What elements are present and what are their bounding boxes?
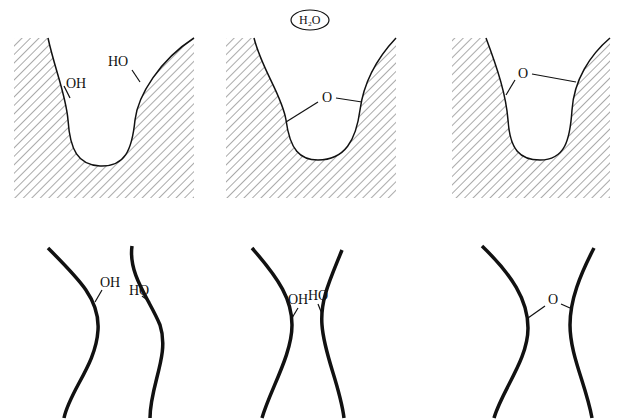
water-ellipse: H₂O bbox=[290, 9, 330, 31]
fiber bbox=[322, 250, 344, 418]
oxygen-bridge-label: O bbox=[548, 293, 558, 307]
fiber bbox=[252, 248, 292, 418]
pore-wall bbox=[48, 38, 194, 166]
pore-wall bbox=[486, 38, 610, 160]
pore-wall bbox=[254, 38, 396, 160]
hydroxyl-label: HO bbox=[108, 55, 128, 69]
fiber bbox=[482, 246, 528, 418]
hydroxyl-label: HO bbox=[129, 284, 149, 298]
oxygen-bridge-label: O bbox=[518, 67, 528, 81]
molecule-label: H₂O bbox=[299, 14, 330, 26]
hydroxyl-label: OH bbox=[66, 77, 86, 91]
hydroxyl-label: OH bbox=[288, 293, 308, 307]
oxygen-bridge-label: O bbox=[322, 91, 332, 105]
hydroxyl-label: HO bbox=[308, 289, 328, 303]
hydroxyl-label: OH bbox=[100, 276, 120, 290]
fiber bbox=[570, 248, 594, 418]
fiber bbox=[132, 246, 163, 418]
fiber bbox=[48, 248, 98, 418]
